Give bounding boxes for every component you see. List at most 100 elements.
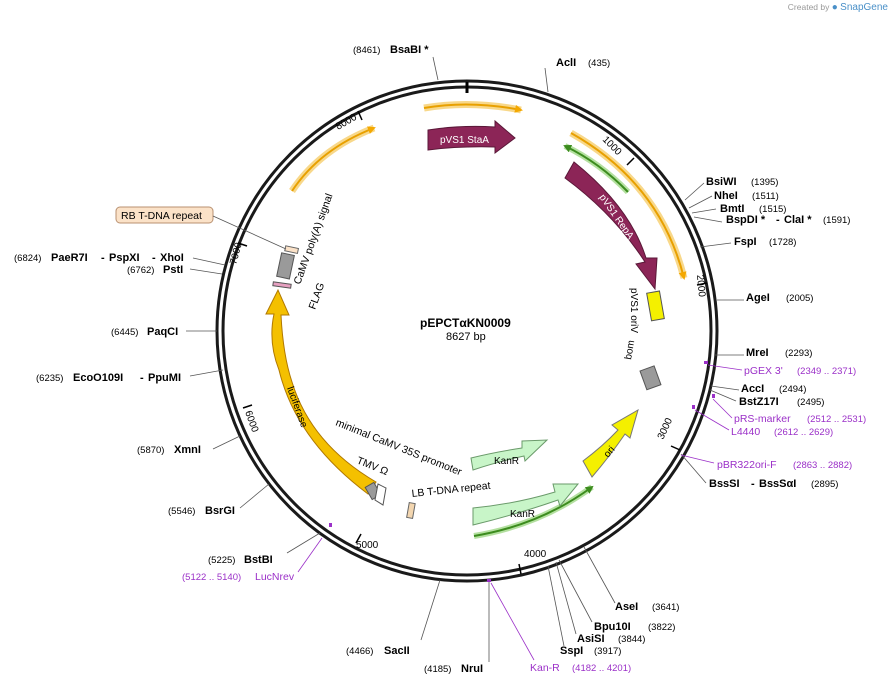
- site-psti[interactable]: PstI: [163, 264, 183, 276]
- site-pos-bsrgi: (5546): [168, 506, 195, 517]
- site-pos-paer7i: (6824): [14, 253, 41, 264]
- site-pos-asei: (3641): [652, 602, 679, 613]
- primer-pgex3[interactable]: pGEX 3': [744, 365, 783, 377]
- feature-flag[interactable]: [272, 281, 292, 289]
- label-camv-polya: CaMV poly(A) signal: [292, 192, 336, 286]
- site-bspdi[interactable]: BspDI *: [726, 214, 766, 226]
- primer-prs-marker[interactable]: pRS-marker: [734, 413, 791, 425]
- site-asisi[interactable]: AsiSI: [577, 633, 605, 645]
- green-arc-bottom: [473, 484, 594, 539]
- feature-tmv-box[interactable]: [374, 483, 387, 506]
- feature-pvs1-oriv[interactable]: pVS1 oriV: [628, 288, 665, 333]
- site-clai[interactable]: ClaI *: [784, 214, 812, 226]
- feature-ori[interactable]: ori: [582, 408, 639, 478]
- primer-mark-l4440: [692, 405, 695, 409]
- site-pos-sacii: (4466): [346, 646, 373, 657]
- site-bsssai[interactable]: BssSαI: [759, 478, 796, 490]
- site-bsrgi[interactable]: BsrGI: [205, 505, 235, 517]
- primer-range-pgex3: (2349 .. 2371): [797, 366, 856, 377]
- site-nhei[interactable]: NheI: [714, 190, 738, 202]
- site-ppumi[interactable]: PpuMI: [148, 372, 181, 384]
- site-fspi[interactable]: FspI: [734, 236, 757, 248]
- site-sspi[interactable]: SspI: [560, 645, 583, 657]
- tick-label-5000: 5000: [356, 540, 379, 551]
- site-bsabi[interactable]: BsaBI *: [390, 44, 429, 56]
- orange-arc-left: [289, 124, 376, 193]
- site-bsssi[interactable]: BssSI: [709, 478, 740, 490]
- feature-pvs1-repa[interactable]: pVS1 RepA: [564, 161, 658, 291]
- site-pos-bmti: (1515): [759, 204, 786, 215]
- feature-kanr-outer[interactable]: KanR: [472, 483, 580, 526]
- site-agei[interactable]: AgeI: [746, 292, 770, 304]
- site-pos-sspi: (3917): [594, 646, 621, 657]
- callout-rb-tdna-label: RB T-DNA repeat: [121, 210, 202, 222]
- site-acci[interactable]: AccI: [741, 383, 764, 395]
- site-pos-fspi: (1728): [769, 237, 796, 248]
- primer-mark-lucnrev: [329, 523, 332, 527]
- site-pos-acci: (2494): [779, 384, 806, 395]
- site-xmni[interactable]: XmnI: [174, 444, 201, 456]
- site-pos-nrui: (4185): [424, 664, 451, 675]
- site-bpu10i[interactable]: Bpu10I: [594, 621, 631, 633]
- orange-arc-top: [423, 100, 523, 114]
- tick-label-3000: 3000: [656, 416, 676, 441]
- feature-label-ori: ori: [602, 444, 618, 460]
- primer-range-l4440: (2612 .. 2629): [774, 427, 833, 438]
- feature-rb-tdna[interactable]: [284, 245, 300, 255]
- feature-label-kanr-inner: KanR: [494, 456, 519, 467]
- plasmid-size: 8627 bp: [446, 331, 486, 343]
- primer-mark-pgex3: [704, 361, 708, 364]
- site-pos-bstz17i: (2495): [797, 397, 824, 408]
- feature-camv-polya[interactable]: [276, 252, 295, 280]
- site-pos-psti: (6762): [127, 265, 154, 276]
- primer-mark-kan-r: [487, 579, 491, 582]
- site-bstz17i[interactable]: BstZ17I: [739, 396, 779, 408]
- site-asei[interactable]: AseI: [615, 601, 638, 613]
- plasmid-title: pEPCTαKN0009: [420, 316, 511, 330]
- site-acli[interactable]: AclI: [556, 57, 576, 69]
- site-bsiwi[interactable]: BsiWI: [706, 176, 737, 188]
- feature-label-pvs1-staa: pVS1 StaA: [440, 135, 489, 146]
- tick-label-4000: 4000: [524, 549, 547, 560]
- site-xhoi[interactable]: XhoI: [160, 252, 184, 264]
- green-arc-top-right: [563, 143, 631, 195]
- label-flag: FLAG: [307, 281, 328, 311]
- site-sacii[interactable]: SacII: [384, 645, 410, 657]
- primer-l4440[interactable]: L4440: [731, 426, 760, 438]
- site-paer7i[interactable]: PaeR7I: [51, 252, 88, 264]
- site-pos-agei: (2005): [786, 293, 813, 304]
- primer-lucnrev[interactable]: LucNrev: [255, 571, 295, 583]
- feature-bom[interactable]: bom: [623, 339, 662, 391]
- site-mrei[interactable]: MreI: [746, 347, 769, 359]
- primer-range-kan-r: (4182 .. 4201): [572, 663, 631, 674]
- site-nrui[interactable]: NruI: [461, 663, 483, 675]
- feature-pvs1-staa[interactable]: pVS1 StaA: [427, 119, 516, 154]
- snapgene-logo: ●: [831, 2, 838, 13]
- site-pos-asisi: (3844): [618, 634, 645, 645]
- snapgene-brand-name: SnapGene: [840, 2, 888, 13]
- site-bmti[interactable]: BmtI: [720, 203, 744, 215]
- site-pos-bspdi: (1591): [823, 215, 850, 226]
- site-ecoo109i[interactable]: EcoO109I: [73, 372, 123, 384]
- primer-kan-r[interactable]: Kan-R: [530, 662, 560, 674]
- label-lb-tdna: LB T-DNA repeat: [411, 480, 491, 500]
- site-bstbi[interactable]: BstBI: [244, 554, 273, 566]
- feature-label-bom: bom: [623, 339, 637, 360]
- feature-kanr-inner[interactable]: KanR: [470, 439, 549, 471]
- site-pspxi[interactable]: PspXI: [109, 252, 140, 264]
- site-pos-bsabi: (8461): [353, 45, 380, 56]
- primer-pbr322ori-f[interactable]: pBR322ori-F: [717, 459, 777, 471]
- site-separator-ppumi: -: [140, 372, 144, 384]
- snapgene-branding: Created by ● SnapGene: [788, 2, 888, 13]
- primer-range-pbr322ori-f: (2863 .. 2882): [793, 460, 852, 471]
- site-pos-paqci: (6445): [111, 327, 138, 338]
- site-pos-bstbi: (5225): [208, 555, 235, 566]
- site-separator-bsssai: -: [751, 478, 755, 490]
- feature-label-pvs1-oriv: pVS1 oriV: [628, 288, 639, 333]
- site-pos-ecoo109i: (6235): [36, 373, 63, 384]
- site-paqci[interactable]: PaqCI: [147, 326, 178, 338]
- orange-arc-right: [569, 129, 688, 280]
- site-pos-bpu10i: (3822): [648, 622, 675, 633]
- feature-lb-tdna[interactable]: [406, 502, 416, 519]
- primer-range-prs-marker: (2512 .. 2531): [807, 414, 866, 425]
